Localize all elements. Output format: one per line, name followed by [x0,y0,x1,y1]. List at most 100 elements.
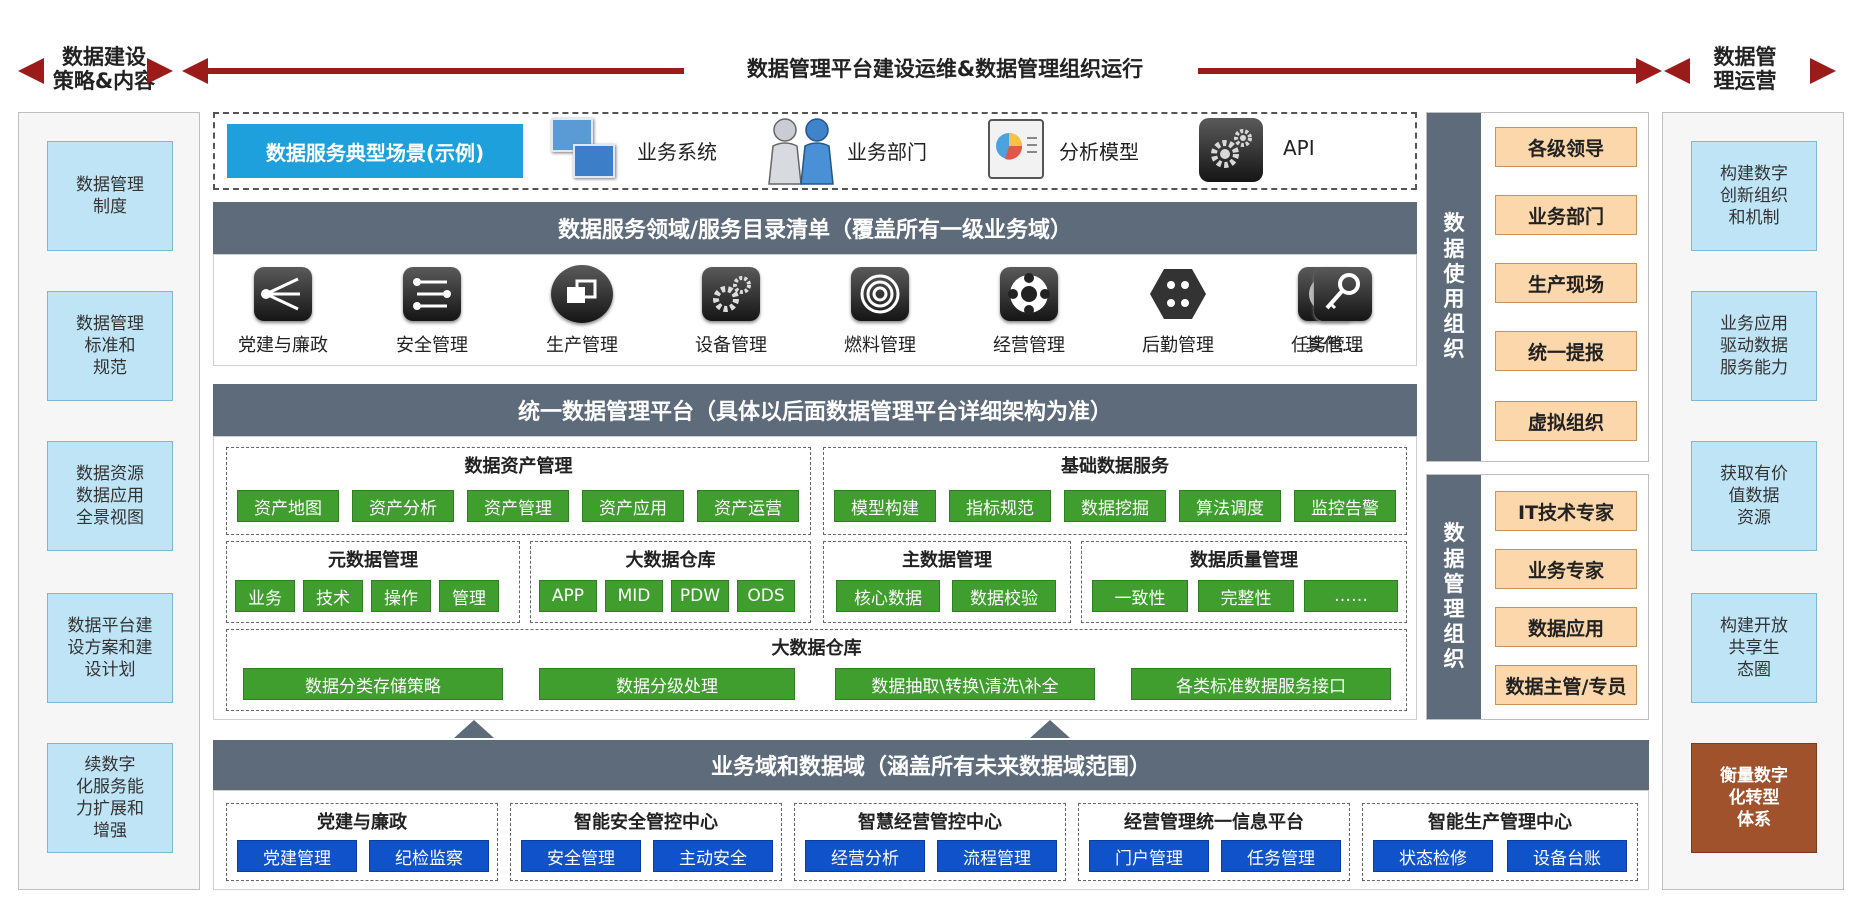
services-title-bar: 数据服务领域/服务目录清单（覆盖所有一级业务域） [213,202,1417,254]
center-header-title: 数据管理平台建设运维&数据管理组织运行 [746,56,1144,81]
service-label: 设备管理 [695,335,767,356]
right-item-2-line: 业务应用 [1720,313,1788,334]
left-item-3-line: 数据应用 [76,485,144,506]
master-data-section: 主数据管理 核心数据 数据校验 [823,541,1071,623]
data-warehouse-title: 大数据仓库 [771,638,862,659]
mgmt-org-title-char: 组 [1443,622,1465,647]
mgmt-org-item: IT技术专家 [1495,491,1637,531]
usage-org-title-char: 用 [1443,287,1465,311]
master-data-title: 主数据管理 [902,550,992,571]
warehouse-item: 数据分类存储策略 [243,668,503,700]
equipment-gears-icon-svg [713,276,751,312]
domain-item: 纪检监察 [369,840,489,872]
asset-management-title: 数据资产管理 [464,456,573,477]
left-item-4-line: 数据平台建 [67,615,153,636]
data-quality-item: 一致性 [1092,580,1188,612]
domain-item: 党建管理 [237,840,357,872]
party-icon-svg [261,277,300,311]
right-item-4-line: 态圈 [1737,660,1771,681]
usage-org-item: 生产现场 [1495,263,1637,303]
usage-org-title-char: 使 [1443,261,1465,286]
up-arrow-right [1030,720,1070,738]
right-item-4-line: 共享生 [1728,637,1780,658]
right-item-3: 获取有价 值数据 资源 [1691,441,1817,551]
chart-report-icon [985,118,1047,182]
master-data-item: 数据校验 [952,580,1056,612]
basic-service-item: 算法调度 [1179,490,1281,522]
up-arrow-left [454,720,494,738]
right-header-line-1: 数据管 [1713,44,1777,69]
left-item-1-line: 制度 [93,197,127,217]
metadata-title: 元数据管理 [328,550,418,571]
service-label: 其他.... [1305,335,1365,356]
domain-item: 设备台账 [1507,840,1627,872]
metadata-item: 管理 [439,580,499,612]
operation-ring-icon-svg [1008,273,1050,315]
logistics-hexagon-icon-svg [1150,269,1206,319]
left-item-4-line: 设方案和建 [67,637,153,658]
fuel-signal-icon [851,267,909,321]
window-icon-front [573,144,615,178]
gears-icon [1199,118,1263,182]
warehouse-layer-item: APP [539,580,597,612]
scenario-item-label: 分析模型 [1059,140,1139,164]
data-warehouse-section: 大数据仓库 数据分类存储策略 数据分级处理 数据抽取\转换\清洗\补全 各类标准… [226,629,1407,711]
domain-item: 门户管理 [1089,840,1209,872]
people-icon-svg [768,118,834,185]
usage-org-title: 数 据 使 用 组 织 [1427,113,1481,461]
mgmt-org-item: 数据应用 [1495,607,1637,647]
domain-group: 智慧经营管控中心 经营分析 流程管理 [794,803,1066,881]
asset-item: 资产地图 [237,490,339,522]
usage-org-item: 虚拟组织 [1495,401,1637,441]
bigdata-warehouse-section: 大数据仓库 APP MID PDW ODS [530,541,811,623]
domain-group-title: 智能生产管理中心 [1428,812,1572,833]
domain-title-bar: 业务域和数据域（涵盖所有未来数据域范围） [213,740,1649,790]
left-item-3-line: 数据资源 [76,463,144,484]
scenario-item-label: 业务部门 [847,140,927,164]
domain-item: 状态检修 [1373,840,1493,872]
basic-service-item: 模型构建 [834,490,936,522]
domain-group: 智能生产管理中心 状态检修 设备台账 [1362,803,1638,881]
center-arrow-left [182,58,208,84]
usage-org-item: 业务部门 [1495,195,1637,235]
service-label: 安全管理 [396,335,468,356]
right-item-4-line: 构建开放 [1720,615,1788,636]
right-column: 构建数字 创新组织 和机制 业务应用 驱动数据 服务能力 获取有价 值数据 资源… [1662,112,1844,890]
domain-item: 任务管理 [1221,840,1341,872]
domain-panel: 党建与廉政 党建管理 纪检监察 智能安全管控中心 安全管理 主动安全 智慧经营管… [213,790,1649,890]
domain-group-title: 党建与廉政 [317,812,407,833]
right-item-2: 业务应用 驱动数据 服务能力 [1691,291,1817,401]
metadata-item: 业务 [235,580,295,612]
asset-item: 资产运营 [697,490,799,522]
right-header-title: 数据管 理运营 [1690,40,1800,98]
domain-item: 主动安全 [653,840,773,872]
list-icon [403,267,461,321]
warehouse-layer-item: MID [605,580,663,612]
data-quality-item: …… [1304,580,1398,612]
mgmt-org-title-char: 织 [1443,647,1465,672]
left-header-title: 数据建设 策略&内容 [44,40,164,98]
scenario-item-label: API [1283,136,1315,160]
usage-org-item: 统一提报 [1495,331,1637,371]
operation-ring-icon [1000,267,1058,321]
left-item-5-line: 增强 [93,821,127,842]
other-key-glyph-svg [1325,273,1360,310]
gears-icon-svg [1211,129,1252,168]
usage-org-title-char: 据 [1443,236,1465,261]
asset-item: 资产分析 [352,490,454,522]
warehouse-layer-item: ODS [737,580,795,612]
usage-org-title-char: 织 [1443,337,1465,362]
right-item-4: 构建开放 共享生 态圈 [1691,593,1817,703]
usage-org-panel: 数 据 使 用 组 织 各级领导 业务部门 生产现场 统一提报 虚拟组织 [1426,112,1649,462]
left-arrow-right [147,58,173,84]
right-header-line-2: 理运营 [1713,69,1777,93]
metadata-section: 元数据管理 业务 技术 操作 管理 [226,541,520,623]
list-icon-svg [413,278,451,310]
right-item-5-line: 衡量数字 [1720,765,1788,786]
metadata-item: 操作 [371,580,431,612]
center-arrow-right [1636,58,1662,84]
data-quality-title: 数据质量管理 [1190,550,1298,571]
right-item-2-line: 驱动数据 [1720,335,1788,356]
left-item-3: 数据资源 数据应用 全景视图 [47,441,173,551]
header: 数据建设 策略&内容 数据管理平台建设运维&数据管理组织运行 数据管 理运营 [0,0,1861,110]
